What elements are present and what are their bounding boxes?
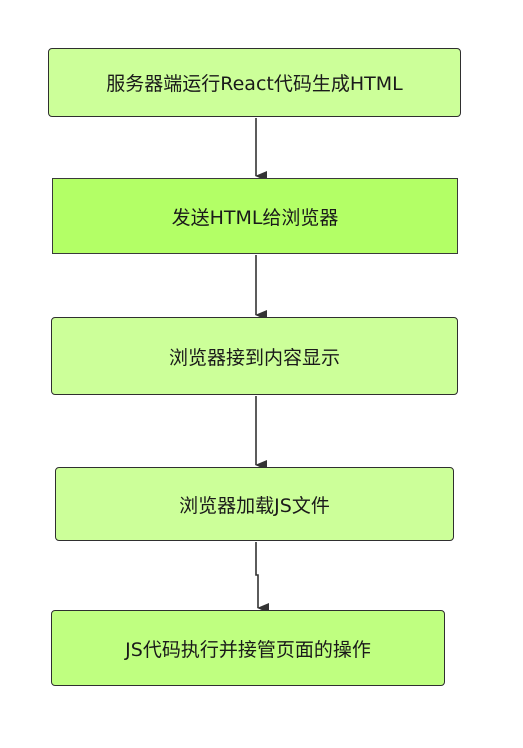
step-browser-display-label: 浏览器接到内容显示 (168, 346, 340, 369)
step-js-takeover: JS代码执行并接管页面的操作 (51, 610, 445, 686)
step-send-html-label: 发送HTML给浏览器 (171, 206, 339, 229)
step-js-takeover-label: JS代码执行并接管页面的操作 (125, 638, 371, 661)
arrow-4-to-5 (255, 542, 269, 613)
step-send-html: 发送HTML给浏览器 (52, 178, 458, 254)
step-browser-load-js: 浏览器加载JS文件 (55, 467, 454, 541)
step-server-render-label: 服务器端运行React代码生成HTML (106, 73, 403, 95)
step-browser-display: 浏览器接到内容显示 (51, 317, 458, 395)
step-server-render: 服务器端运行React代码生成HTML (48, 48, 461, 117)
step-browser-load-js-label: 浏览器加载JS文件 (179, 494, 330, 517)
